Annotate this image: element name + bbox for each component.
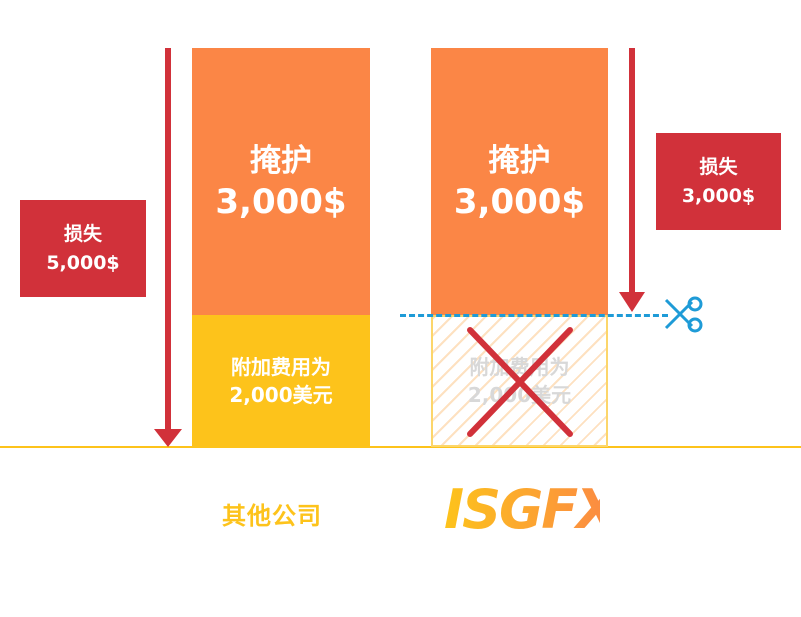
other-company-fee-bar: 附加费用为 2,000美元	[192, 315, 370, 446]
right-loss-label: 损失	[699, 155, 738, 178]
isgfx-fee-line2: 2,000美元	[467, 383, 572, 407]
isgfx-hedge-bar: 掩护 3,000$	[431, 48, 608, 315]
left-loss-arrow	[154, 48, 182, 447]
isgfx-logo: ISGFX	[444, 478, 600, 540]
other-company-hedge-label: 掩护	[250, 142, 312, 179]
other-company-fee-line1: 附加费用为	[231, 354, 331, 379]
right-loss-arrow	[619, 48, 645, 312]
other-company-fee-line2: 2,000美元	[229, 382, 333, 407]
left-loss-amount: 5,000$	[46, 251, 120, 274]
isgfx-fee-line1: 附加费用为	[469, 355, 570, 379]
right-loss-box: 损失 3,000$	[656, 133, 781, 230]
other-company-caption: 其他公司	[222, 502, 322, 530]
isgfx-hedge-label: 掩护	[488, 142, 551, 179]
cross-mark-icon	[467, 327, 573, 437]
isgfx-hedge-amount: 3,000$	[453, 181, 586, 222]
left-loss-label: 损失	[63, 222, 102, 245]
right-loss-amount: 3,000$	[681, 184, 756, 207]
cut-line	[400, 314, 668, 317]
left-loss-box: 损失 5,000$	[20, 200, 146, 297]
isgfx-logo-text: ISGFX	[444, 478, 600, 540]
other-company-hedge-amount: 3,000$	[215, 181, 347, 222]
other-company-hedge-bar: 掩护 3,000$	[192, 48, 370, 315]
scissors-icon	[664, 296, 703, 333]
baseline	[0, 446, 801, 448]
